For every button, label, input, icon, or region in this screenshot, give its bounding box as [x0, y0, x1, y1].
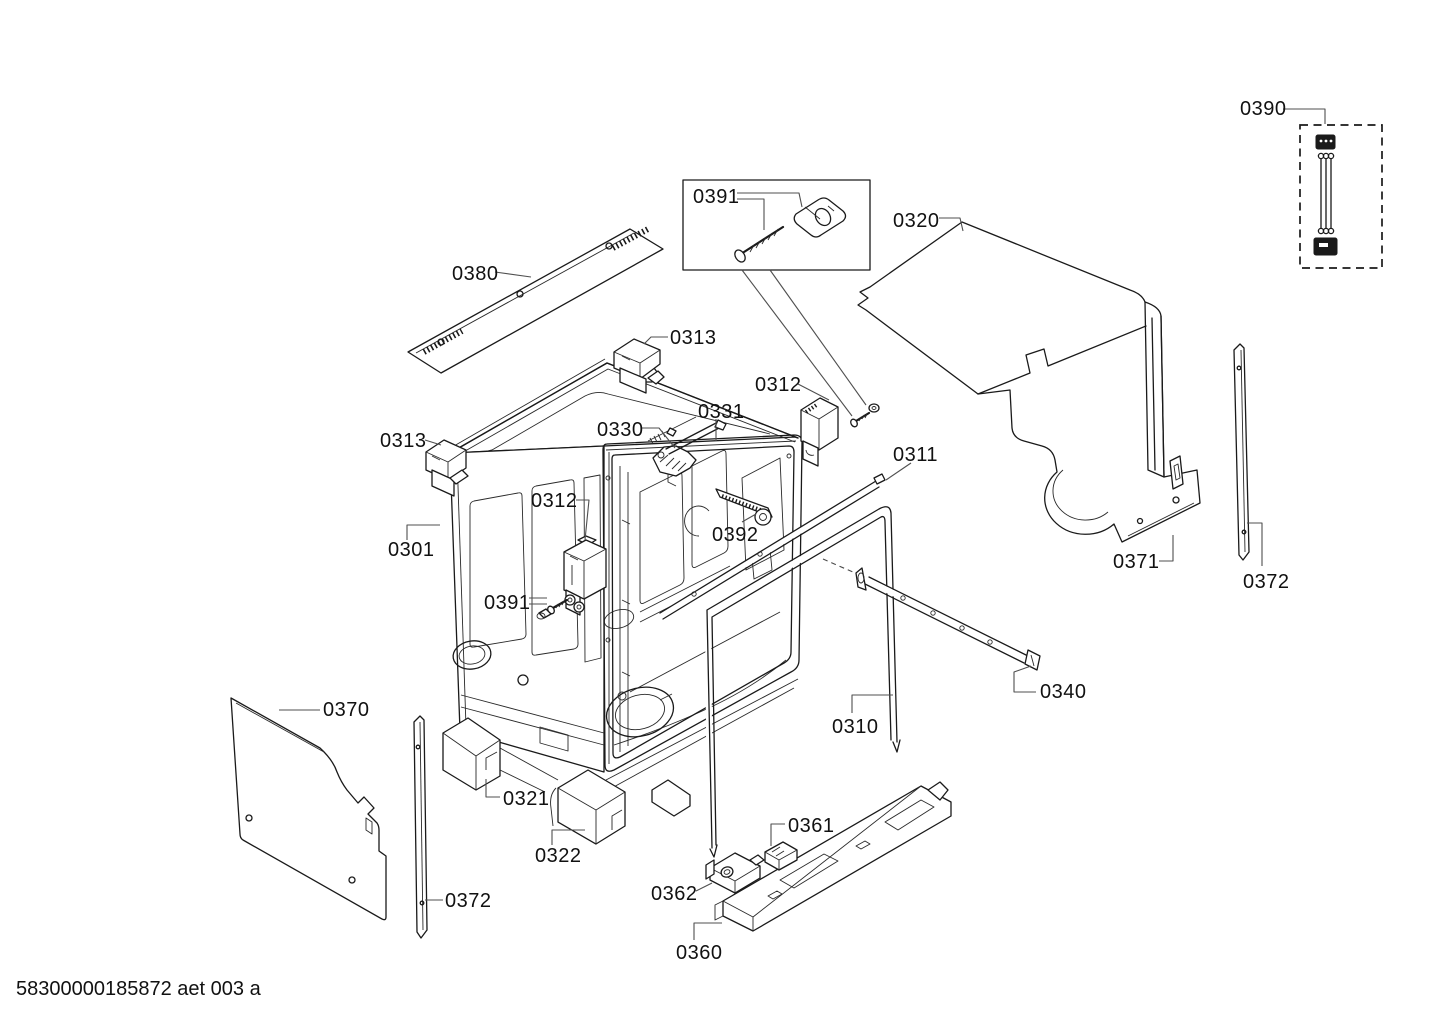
tub-interior: [603, 449, 787, 752]
callout-0313-left: 0313: [380, 430, 427, 452]
part-0380-mounting-strip: [407, 226, 664, 374]
part-0391-detail-box: [682, 179, 871, 271]
callout-0390: 0390: [1240, 98, 1287, 120]
tub-door-frame: [602, 434, 803, 772]
part-0301-tub: [446, 358, 803, 790]
callout-0391-box: 0391: [693, 186, 740, 208]
callout-0321: 0321: [503, 788, 550, 810]
part-0312-bracket-left: [563, 535, 607, 616]
callout-0312-left: 0312: [531, 490, 578, 512]
part-0372-left-strip: [413, 715, 428, 939]
part-0313-bracket-top: [613, 338, 665, 394]
screw-0391-top-right: [850, 403, 880, 428]
callout-0320: 0320: [893, 210, 940, 232]
part-0321-base-foot: [442, 717, 501, 791]
part-0372-right-strip: [1233, 343, 1250, 561]
leader-0391-long-a: [741, 269, 853, 417]
callout-0322: 0322: [535, 845, 582, 867]
callout-labels: 0390 0391 0320 0380 0313 0312 0331 0330 …: [323, 98, 1290, 964]
part-0390-hose-assembly: [1299, 124, 1383, 269]
callout-0340: 0340: [1040, 681, 1087, 703]
part-0360-base-channel: [714, 781, 952, 932]
base-frame-lines: [499, 747, 559, 793]
callout-0312-top: 0312: [755, 374, 802, 396]
callout-0331: 0331: [698, 401, 745, 423]
callout-leader-lines: [279, 108, 1326, 940]
callout-0391-left: 0391: [484, 592, 531, 614]
part-0392-rail-fitting: [684, 488, 773, 537]
part-0330-latch: [652, 445, 697, 487]
part-0361-clip: [764, 841, 798, 871]
callout-0371: 0371: [1113, 551, 1160, 573]
fitting-illustration: [793, 197, 847, 238]
callout-0370: 0370: [323, 699, 370, 721]
part-0340-rail: [822, 558, 1041, 671]
callout-0330: 0330: [597, 419, 644, 441]
callout-0372-left: 0372: [445, 890, 492, 912]
part-0320-side-panel: [857, 221, 1201, 543]
part-0370-left-panel: [230, 697, 387, 921]
callout-0301: 0301: [388, 539, 435, 561]
callout-0392: 0392: [712, 524, 759, 546]
callout-0372-right: 0372: [1243, 571, 1290, 593]
part-0362-latch: [705, 852, 765, 894]
document-code: 58300000185872 aet 003 a: [16, 978, 262, 1000]
callout-0362: 0362: [651, 883, 698, 905]
part-0311-trim-strip: [659, 473, 886, 620]
callout-0380: 0380: [452, 263, 499, 285]
part-0322-base-foot: [550, 769, 626, 845]
part-0310-door-gasket: [705, 506, 901, 858]
screw-0391-left: [536, 598, 569, 620]
callout-0313-top: 0313: [670, 327, 717, 349]
part-0331-rail: [647, 416, 727, 455]
base-foot-rear: [651, 779, 691, 817]
tub-bottom-rim: [605, 678, 799, 790]
leader-0391-long-b: [769, 269, 867, 406]
screw-illustration: [734, 225, 785, 263]
callout-0310: 0310: [832, 716, 879, 738]
callout-0360: 0360: [676, 942, 723, 964]
part-0313-bracket-left: [425, 439, 469, 497]
part-0312-bracket-top: [800, 397, 839, 467]
callout-0361: 0361: [788, 815, 835, 837]
callout-0311: 0311: [893, 444, 938, 466]
